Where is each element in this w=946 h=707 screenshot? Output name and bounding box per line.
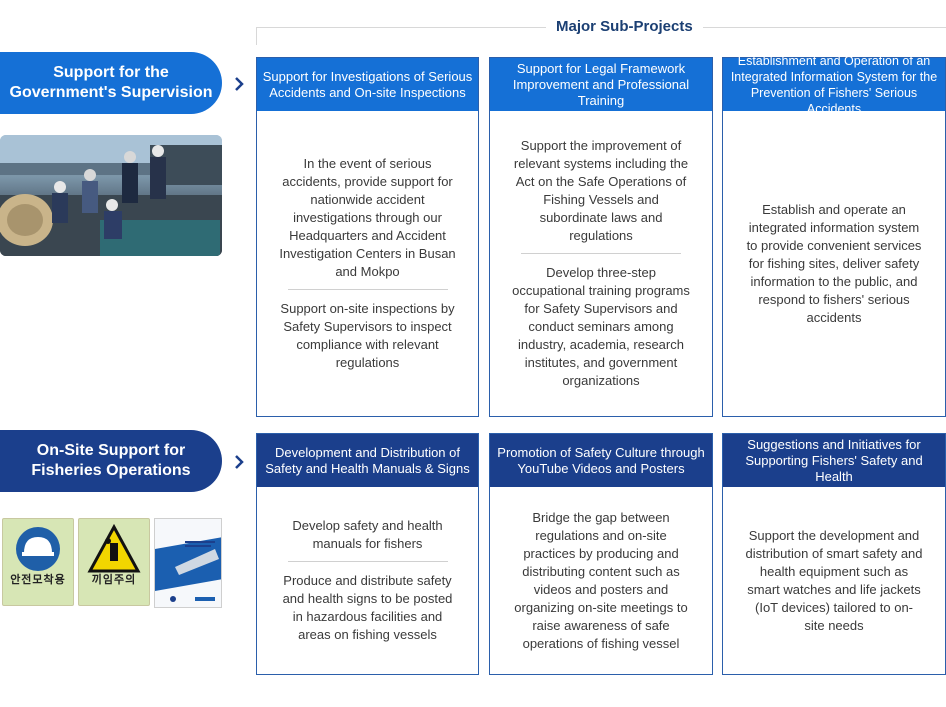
inspection-photo [0,135,222,256]
helmet-sign: 안전모착용 [2,518,74,606]
header-title: Major Sub-Projects [546,18,703,35]
subproject-box-information-system: Establishment and Operation of an Integr… [722,54,946,417]
subproject-text: Support the improvement of relevant syst… [513,138,689,243]
chevron-right-icon [232,77,246,91]
chevron-right-icon [232,455,246,469]
divider [521,253,681,254]
subproject-box-smart-equipment: Suggestions and Initiatives for Supporti… [722,433,946,675]
divider [287,289,448,290]
manual-booklet-image [154,518,222,608]
divider [287,561,448,562]
sign-caption: 안전모착용 [10,574,66,586]
sign-caption: 끼임주의 [91,574,137,586]
subproject-text: Support the development and distribution… [745,527,923,633]
warning-triangle-icon [87,523,141,573]
subproject-text: Develop three-step occupational training… [512,265,690,388]
helmet-icon [16,527,60,571]
subproject-title: Suggestions and Initiatives for Supporti… [723,434,945,487]
subproject-title: Support for Legal Framework Improvement … [490,58,712,111]
category-pill-onsite-support: On-Site Support for Fisheries Operations [0,430,222,492]
subproject-box-safety-culture: Promotion of Safety Culture through YouT… [489,433,713,675]
pinch-warning-sign: 끼임주의 [78,518,150,606]
subproject-text: Establish and operate an integrated info… [746,201,922,325]
subproject-text: Bridge the gap between regulations and o… [514,509,688,651]
subproject-box-accident-investigations: Support for Investigations of Serious Ac… [256,57,479,417]
subproject-box-manuals-signs: Development and Distribution of Safety a… [256,433,479,675]
subproject-text: In the event of serious accidents, provi… [279,156,456,279]
subproject-title: Support for Investigations of Serious Ac… [257,58,478,111]
subproject-text: Support on-site inspections by Safety Su… [280,301,455,370]
subproject-box-legal-framework: Support for Legal Framework Improvement … [489,57,713,417]
subproject-title: Promotion of Safety Culture through YouT… [490,434,712,487]
subproject-text: Develop safety and health manuals for fi… [292,518,443,551]
category-pill-government-supervision: Support for the Government's Supervision [0,52,222,114]
subproject-title: Establishment and Operation of an Integr… [723,54,945,116]
subproject-text: Produce and distribute safety and health… [282,573,453,642]
subproject-title: Development and Distribution of Safety a… [257,434,478,487]
